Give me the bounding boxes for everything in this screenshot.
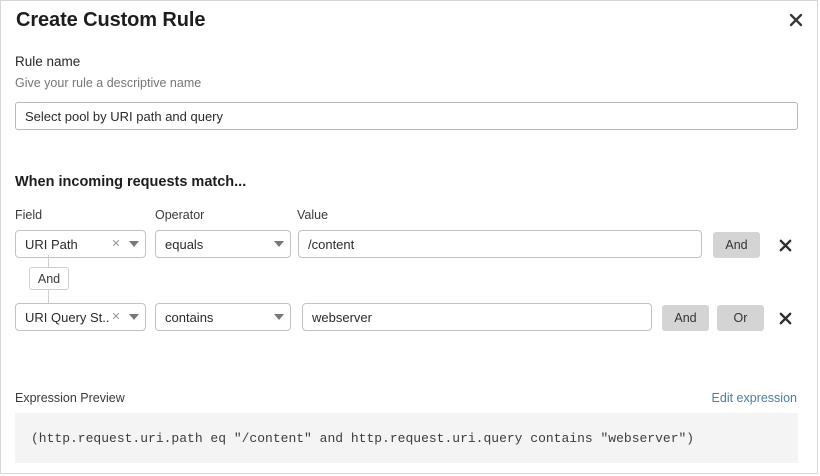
- close-icon[interactable]: [783, 7, 809, 33]
- connector-and-badge[interactable]: And: [29, 267, 69, 290]
- close-glyph: [789, 13, 803, 27]
- expression-preview-code: (http.request.uri.path eq "/content" and…: [15, 413, 798, 463]
- rule-name-label: Rule name: [15, 54, 81, 69]
- operator-select-value-0: equals: [165, 236, 204, 252]
- rule-name-hint: Give your rule a descriptive name: [15, 76, 202, 90]
- chevron-down-icon[interactable]: [123, 314, 145, 320]
- close-glyph: [779, 312, 791, 324]
- column-header-value: Value: [297, 208, 329, 222]
- delete-row-icon-1[interactable]: [775, 308, 795, 328]
- field-select-value-0: URI Path: [25, 236, 78, 252]
- operator-select-1[interactable]: contains: [155, 303, 291, 331]
- delete-row-icon-0[interactable]: [775, 235, 795, 255]
- value-input-0[interactable]: [298, 230, 702, 258]
- operator-select-0[interactable]: equals: [155, 230, 291, 258]
- chevron-down-icon[interactable]: [268, 241, 290, 247]
- clear-icon[interactable]: ✕: [111, 237, 121, 250]
- chevron-down-icon[interactable]: [268, 314, 290, 320]
- close-glyph: [779, 239, 791, 251]
- column-header-operator: Operator: [155, 208, 205, 222]
- chevron-down-icon[interactable]: [123, 241, 145, 247]
- condition-connector: And: [15, 255, 135, 303]
- clear-icon[interactable]: ✕: [111, 310, 121, 323]
- value-input-1[interactable]: [302, 303, 652, 331]
- field-select-1[interactable]: URI Query St... ✕: [15, 303, 146, 331]
- edit-expression-link[interactable]: Edit expression: [711, 391, 797, 405]
- conditions-section-title: When incoming requests match...: [15, 174, 247, 190]
- or-button-1[interactable]: Or: [717, 305, 764, 331]
- and-button-1[interactable]: And: [662, 305, 709, 331]
- and-button-0[interactable]: And: [713, 232, 760, 258]
- column-header-field: Field: [15, 208, 43, 222]
- operator-select-value-1: contains: [165, 309, 214, 325]
- dialog-title: Create Custom Rule: [16, 9, 206, 31]
- rule-name-input[interactable]: [15, 102, 798, 130]
- field-select-0[interactable]: URI Path ✕: [15, 230, 146, 258]
- expression-preview-label: Expression Preview: [15, 391, 125, 405]
- field-select-value-1: URI Query St...: [25, 309, 109, 325]
